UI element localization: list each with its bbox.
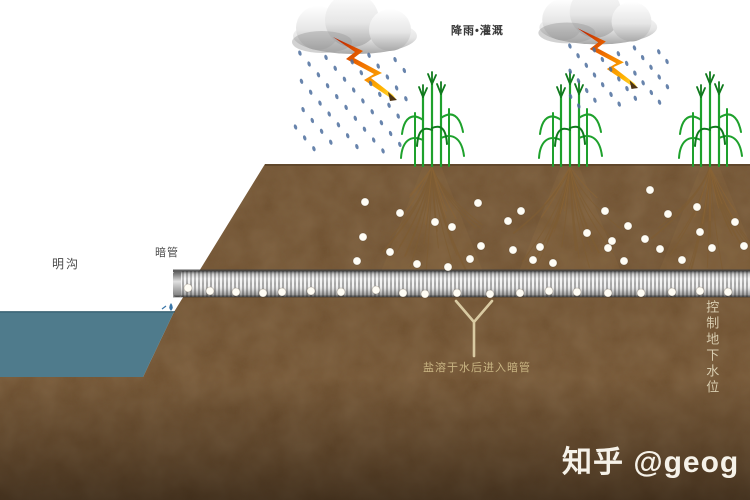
soil-mass: [0, 164, 750, 500]
storm-cloud-icon: [292, 0, 417, 101]
storm-cloud-icon: [538, 0, 658, 89]
crop-plant: [678, 71, 743, 168]
storm-clouds: [292, 0, 670, 154]
drainage-pipe: [173, 269, 750, 298]
crop-plant: [400, 71, 465, 168]
label-control-water-table: 控制地下水位: [704, 300, 720, 396]
pipe-outflow-drip: [161, 303, 173, 311]
crop-plants: [400, 71, 743, 168]
soil-water-droplets: [183, 185, 749, 299]
label-salt-into-pipe: 盐溶于水后进入暗管: [423, 362, 531, 374]
crop-plant: [538, 71, 603, 168]
watermark: 知乎 @geog: [562, 446, 740, 479]
rain-drops: [293, 50, 408, 154]
lightning-icon: [333, 37, 397, 101]
label-rain-irrigation: 降雨•灌溉: [451, 25, 504, 37]
lightning-icon: [577, 28, 639, 89]
label-buried-pipe: 暗管: [155, 247, 179, 259]
rain-drops: [568, 43, 670, 109]
label-open-ditch: 明沟: [52, 257, 81, 271]
ditch-water: [0, 311, 175, 377]
salt-flow-marker: [454, 299, 494, 358]
